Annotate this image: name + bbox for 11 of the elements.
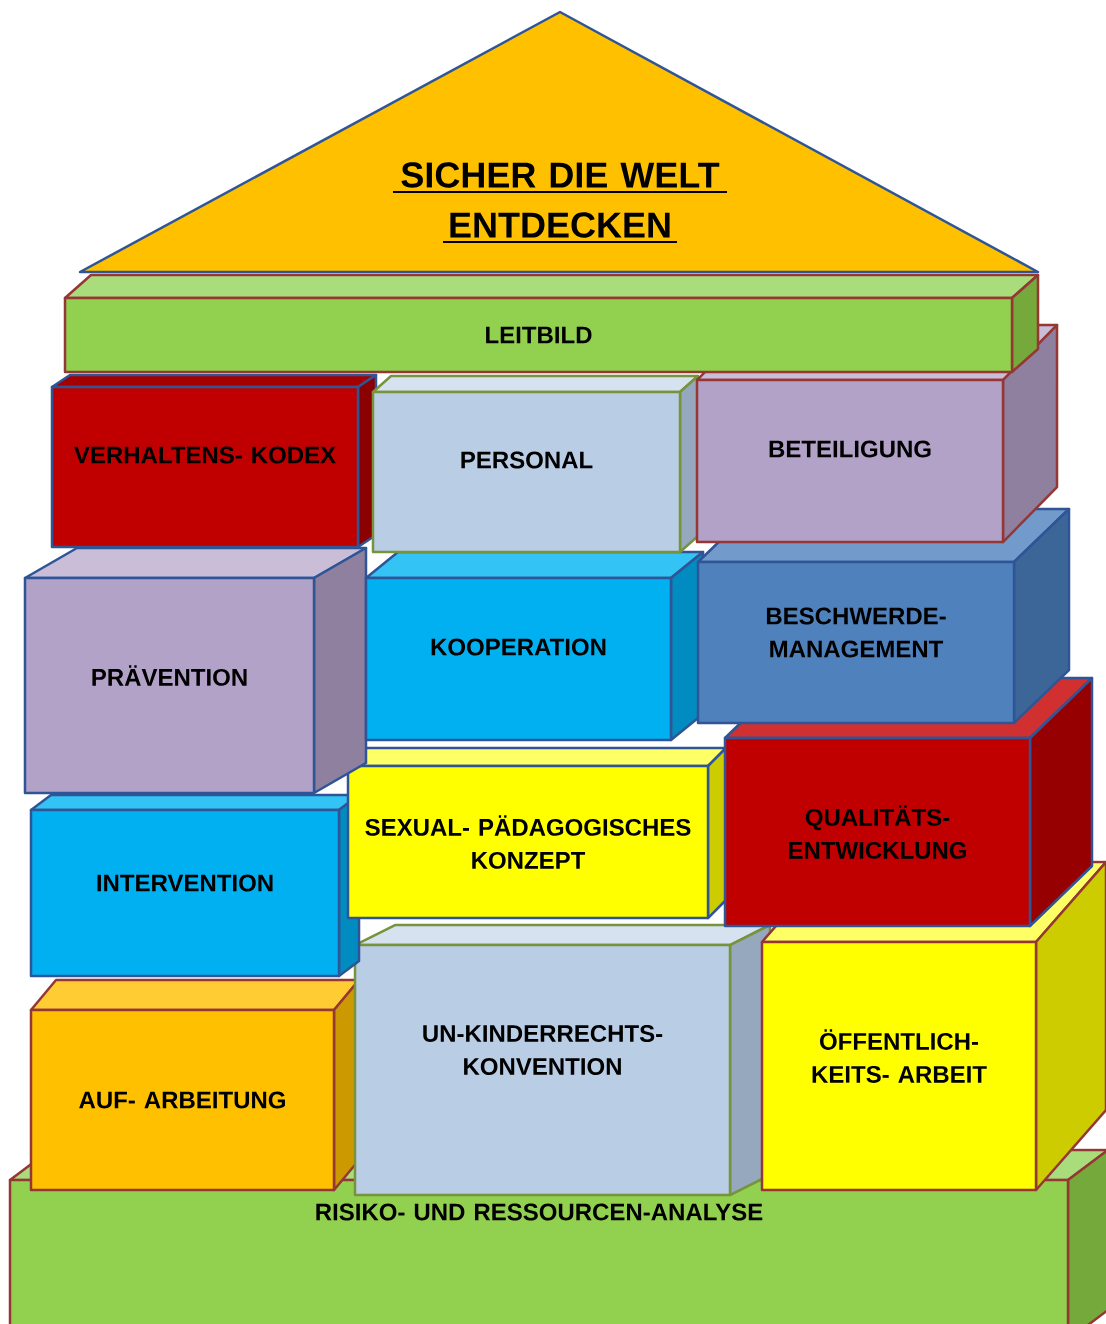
building-block: VERHALTENS- KODEX [50,373,378,549]
foundation-block: RISIKO- UND RESSOURCEN-ANALYSE [8,1148,1106,1324]
building-block: PRÄVENTION [23,546,368,795]
building-block: UN-KINDERRECHTS- KONVENTION [353,923,772,1197]
building-block: INTERVENTION [29,793,361,978]
building-block: AUF- ARBEITUNG [29,978,361,1192]
roof-triangle: SICHER DIE WELT ENTDECKEN [78,10,1040,274]
beam-block: LEITBILD [63,273,1040,374]
building-block: KOOPERATION [364,550,705,742]
building-block: SEXUAL- PÄDAGOGISCHES KONZEPT [346,746,728,920]
building-block: PERSONAL [371,374,700,554]
